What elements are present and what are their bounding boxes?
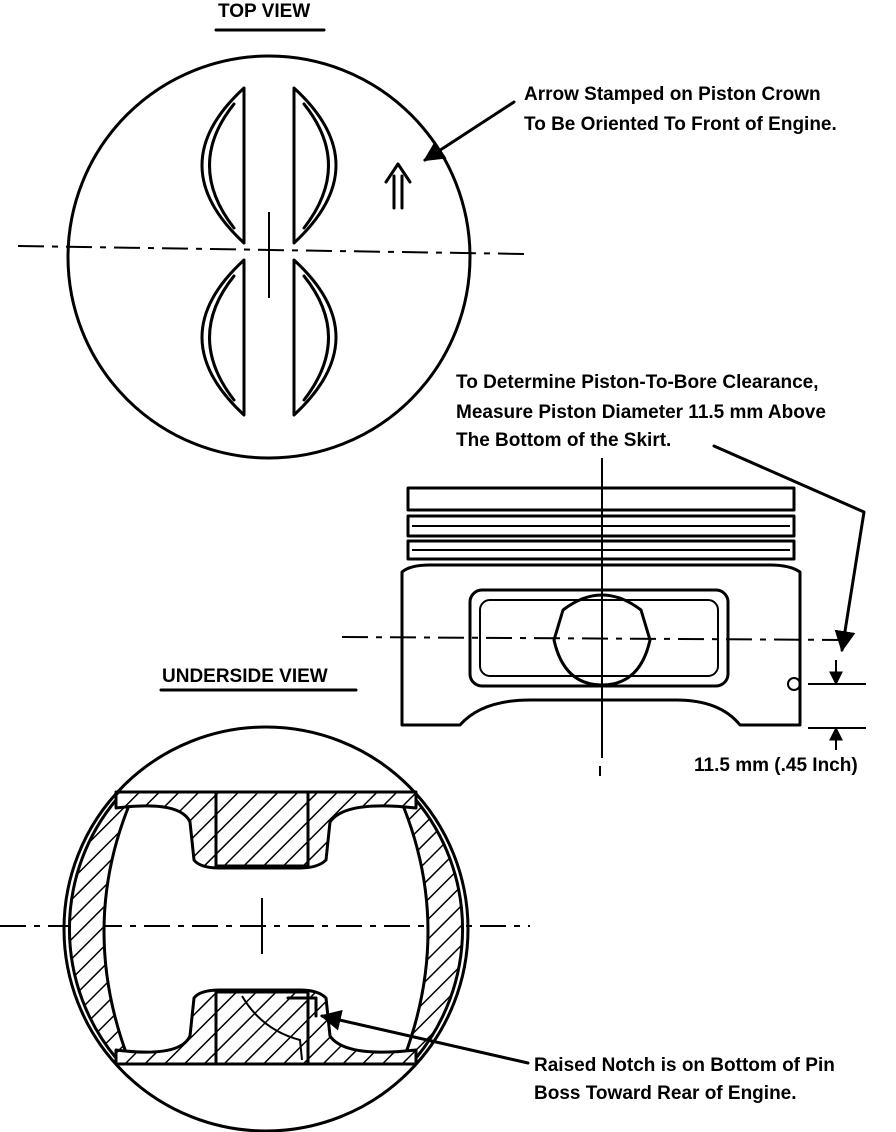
piston-skirt [400, 563, 802, 727]
dimension-label: 11.5 mm (.45 Inch) [694, 755, 858, 776]
top-view-centerline [17, 245, 527, 255]
piston-pin-bore [552, 593, 652, 687]
piston-crown-outline [66, 54, 472, 460]
pin-boss-lower [114, 988, 418, 1066]
raised-notch [286, 996, 318, 1018]
clearance-note-line-3: The Bottom of the Skirt. [456, 430, 671, 451]
side-view-horizontal-centerline [341, 636, 853, 641]
piston-side-view [341, 458, 866, 776]
valve-relief-upper-right [292, 86, 338, 245]
pin-boss-upper [114, 790, 418, 870]
clearance-note-line-1: To Determine Piston-To-Bore Clearance, [456, 372, 818, 393]
notch-note: Raised Notch is on Bottom of Pin Boss To… [319, 1009, 835, 1104]
notch-note-line-1: Raised Notch is on Bottom of Pin [534, 1055, 835, 1076]
valve-relief-upper-left [200, 86, 246, 245]
top-view-title: TOP VIEW [218, 1, 310, 22]
ring-land-3 [406, 539, 796, 561]
underside-view-title: UNDERSIDE VIEW [162, 666, 328, 687]
clearance-note-line-2: Measure Piston Diameter 11.5 mm Above [456, 402, 826, 423]
clearance-note: To Determine Piston-To-Bore Clearance, M… [456, 372, 866, 653]
notch-note-leader [319, 1009, 530, 1065]
arrow-note-leader [423, 100, 516, 162]
underside-view: UNDERSIDE VIEW [0, 666, 530, 1132]
arrow-note-line-2: To Be Oriented To Front of Engine. [524, 114, 837, 135]
notch-note-line-2: Boss Toward Rear of Engine. [534, 1083, 797, 1104]
skirt-wall-left [67, 798, 130, 1060]
underside-outline [62, 725, 470, 1132]
ring-land-2 [406, 514, 796, 538]
pin-boss-upper-bore [214, 790, 310, 868]
arrow-stamp-note: Arrow Stamped on Piston Crown To Be Orie… [423, 84, 837, 162]
pin-boss-lower-bore [214, 990, 310, 1066]
top-view: TOP VIEW [17, 1, 527, 460]
valve-relief-lower-right [292, 258, 338, 417]
arrow-note-line-1: Arrow Stamped on Piston Crown [524, 84, 821, 105]
clearance-note-leader [712, 444, 866, 653]
measurement-point-marker [787, 677, 801, 691]
valve-relief-lower-left [200, 258, 246, 417]
front-direction-arrow-icon [384, 162, 412, 210]
skirt-wall-right [402, 798, 465, 1060]
ring-land-1 [406, 486, 796, 512]
